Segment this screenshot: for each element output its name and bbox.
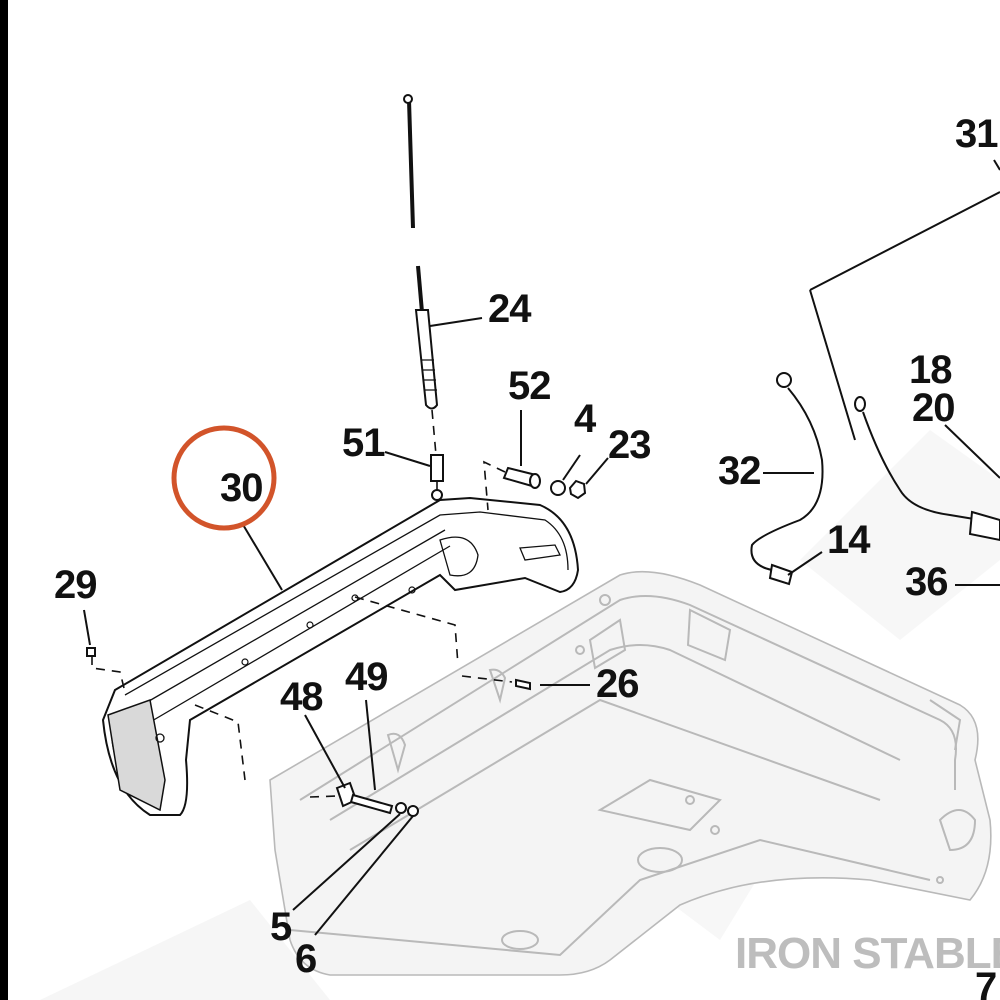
callout-24: 24 <box>488 287 532 331</box>
part-52-adapter <box>483 460 541 511</box>
assembly-dashed-paths <box>194 596 459 781</box>
callout-52: 52 <box>508 364 551 408</box>
callout-14: 14 <box>827 518 871 562</box>
page-edge <box>0 0 8 1000</box>
part-23-nut <box>568 479 587 500</box>
callout-48: 48 <box>280 675 323 719</box>
callout-30: 30 <box>220 466 263 510</box>
callout-6: 6 <box>295 937 316 981</box>
callout-51: 51 <box>342 421 385 465</box>
callout-26: 26 <box>596 662 639 706</box>
callout-7: 7 <box>975 965 996 1000</box>
callout-20: 20 <box>912 386 955 430</box>
part-26-screw <box>461 675 531 691</box>
saddlebag-body <box>269 570 992 976</box>
callout-23: 23 <box>608 423 651 467</box>
part-24-antenna <box>403 94 439 456</box>
part-18-20-cable <box>854 396 1000 542</box>
callout-36: 36 <box>905 560 948 604</box>
callout-49: 49 <box>345 655 388 699</box>
callout-labels: 31 24 52 4 23 51 18 20 32 30 14 29 36 26… <box>54 112 999 1000</box>
part-51-antenna-mount <box>430 454 444 495</box>
part-30-lid-rail <box>101 489 580 816</box>
part-29-screw <box>86 647 125 689</box>
callout-18: 18 <box>909 348 952 392</box>
callout-4: 4 <box>574 397 597 441</box>
leader-lines <box>83 159 1000 936</box>
callout-32: 32 <box>718 449 761 493</box>
part-32-cable <box>750 372 824 586</box>
callout-31: 31 <box>955 112 998 156</box>
watermark-text: IRON STABLE <box>735 929 1000 978</box>
callout-29: 29 <box>54 563 97 607</box>
part-4-washer <box>550 480 566 496</box>
callout-5: 5 <box>270 905 292 949</box>
parts-48-49-5-6 <box>309 781 419 817</box>
highlight-circle-30 <box>171 425 277 531</box>
